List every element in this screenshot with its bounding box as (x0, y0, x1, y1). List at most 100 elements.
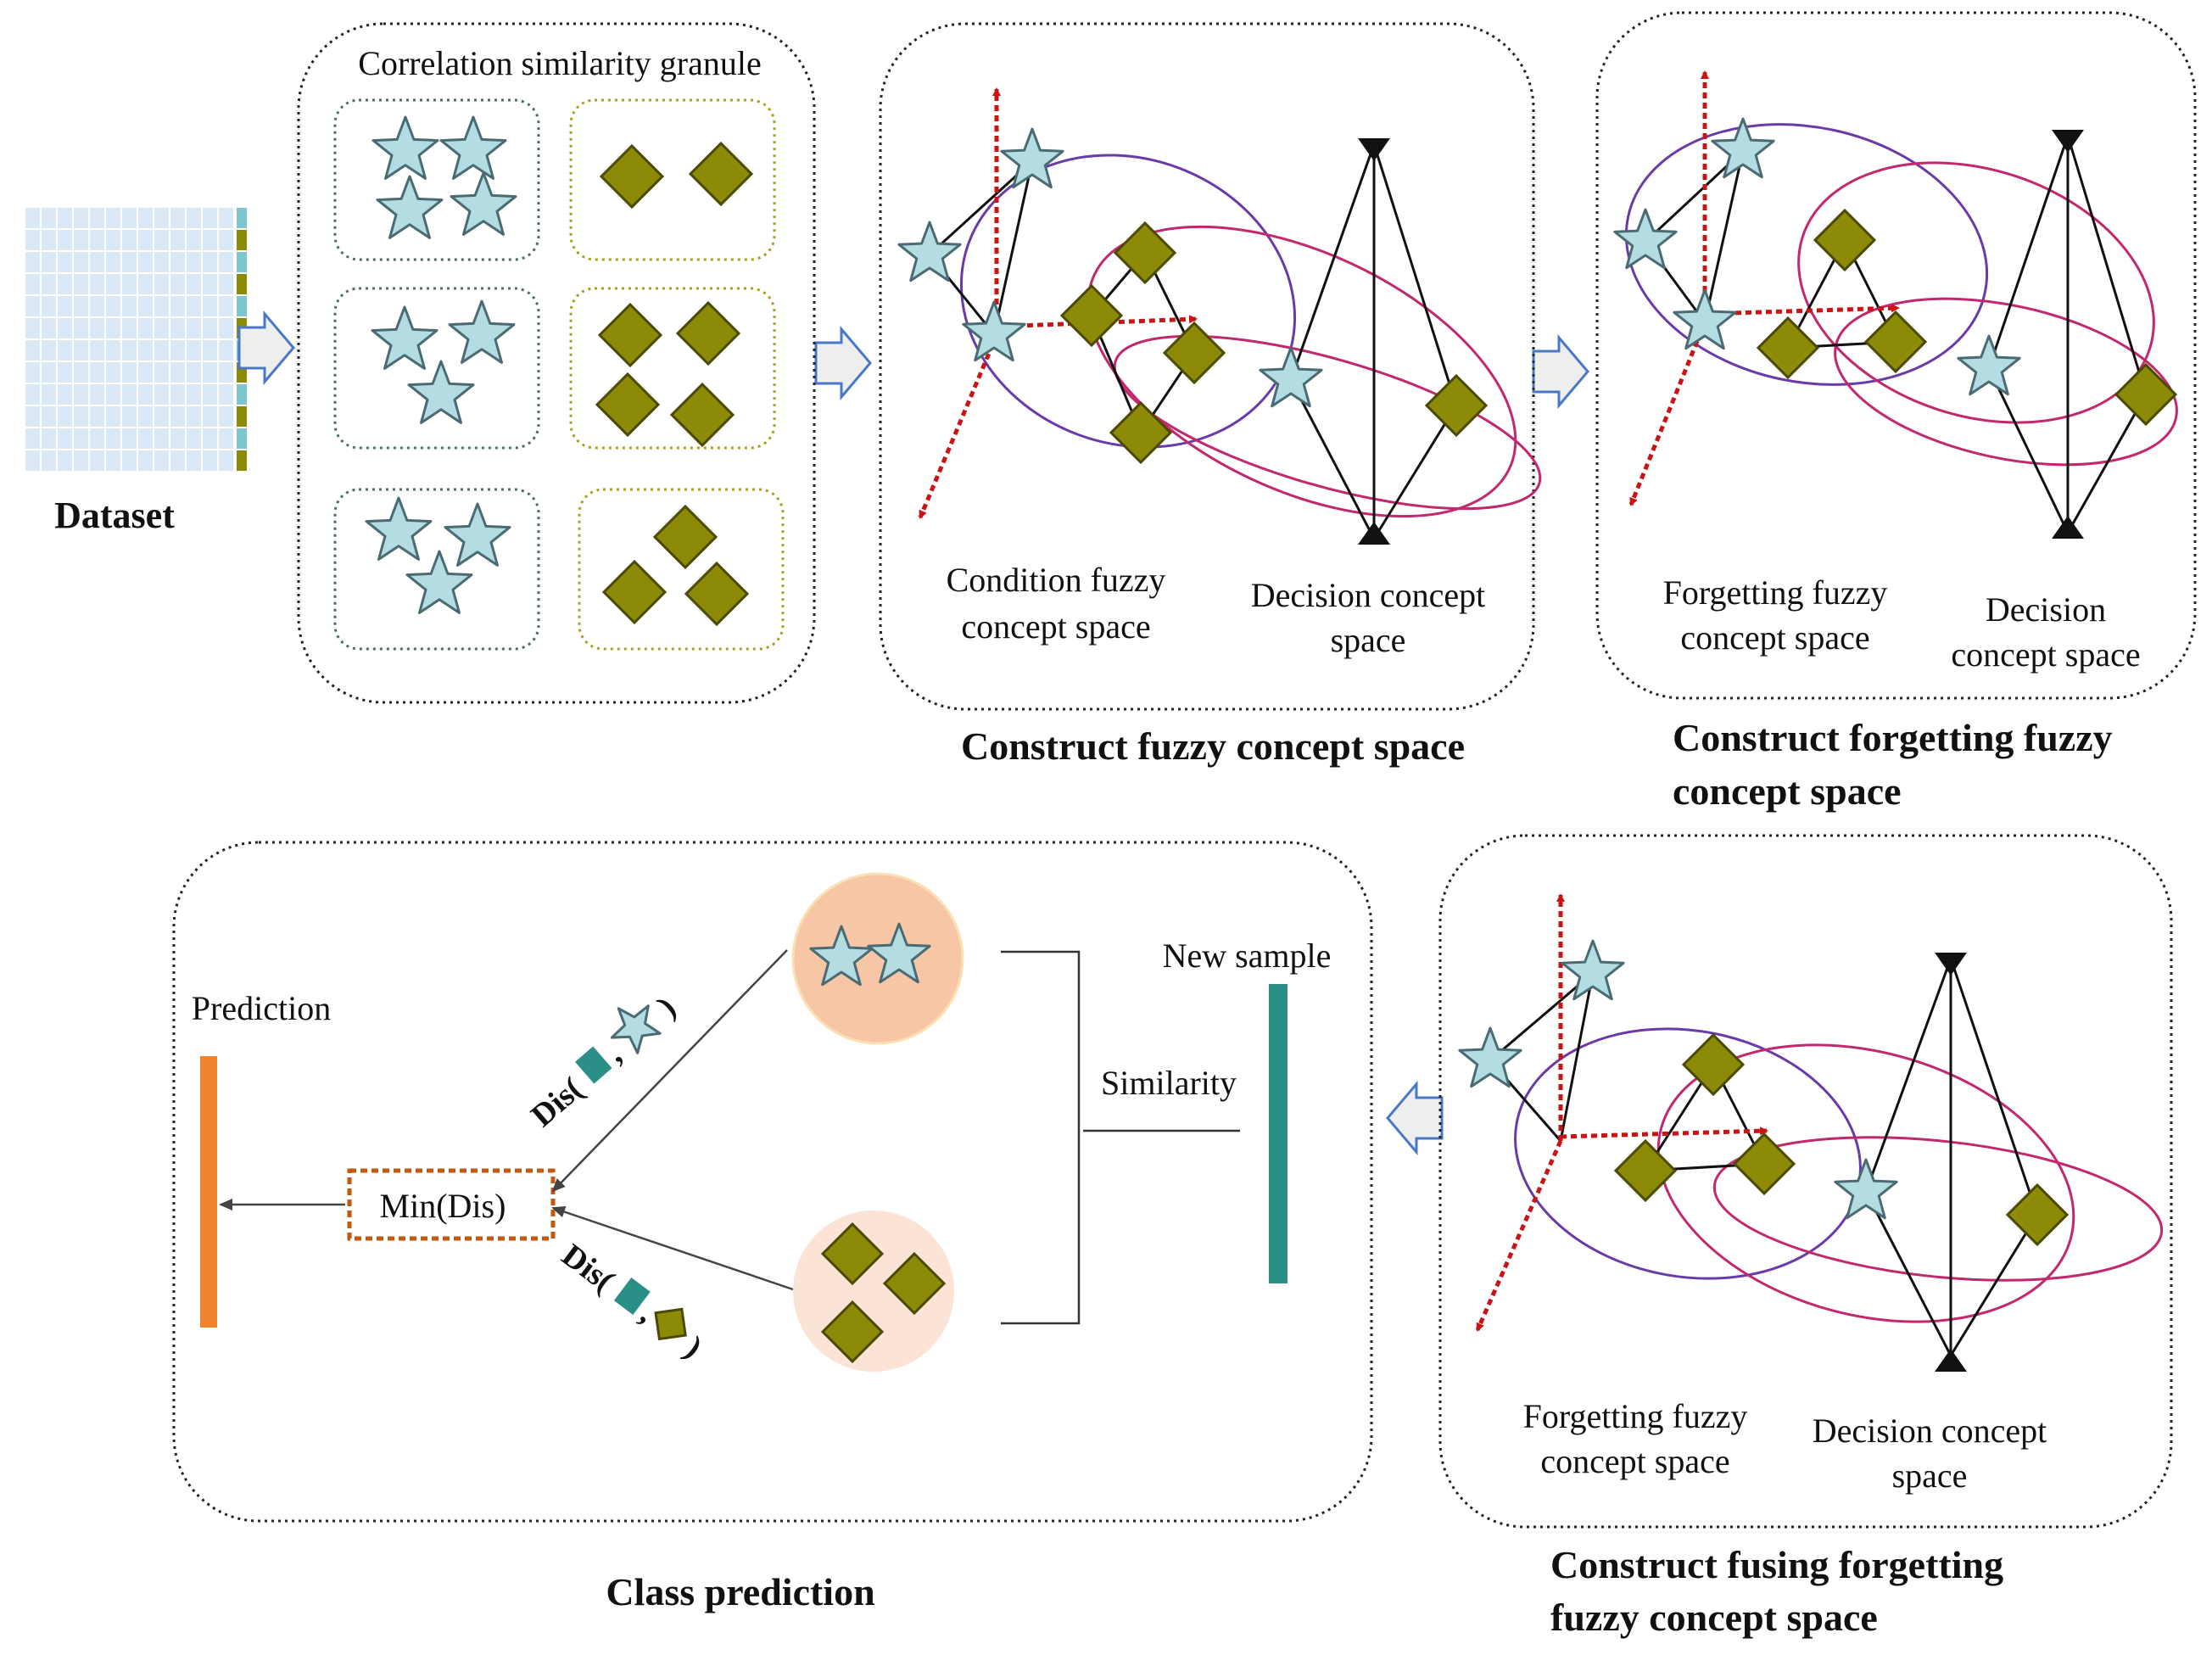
dataset-cell (154, 230, 169, 250)
dataset-cell (122, 296, 137, 316)
dataset-cell (58, 384, 72, 405)
dataset-cell (170, 384, 185, 405)
star-concept-icon (1957, 334, 2021, 396)
decision-concept-label: space (1331, 621, 1406, 659)
class-prediction-caption: Class prediction (606, 1570, 874, 1613)
diamond-concept-icon (1113, 221, 1177, 285)
dataset-cell (187, 252, 201, 272)
dataset-cell (187, 230, 201, 250)
diamond-concept-icon (2005, 1183, 2070, 1247)
dataset-label-cell (237, 208, 247, 228)
forgetting-concept-graph (1613, 70, 2178, 539)
dataset-cell (106, 296, 120, 316)
dataset-cell (74, 406, 88, 427)
dataset-cell (187, 450, 201, 471)
dataset-cell (187, 406, 201, 427)
dataset-cell (58, 252, 72, 272)
dataset-cell (154, 384, 169, 405)
dataset-cell (138, 318, 153, 338)
dataset-cell (219, 428, 233, 449)
star-concept-icon (809, 925, 874, 987)
dataset-cell (90, 208, 104, 228)
dataset-cell (219, 340, 233, 361)
dataset-cell (106, 208, 120, 228)
fusing-concept-graph (1458, 893, 2164, 1372)
star-concept-icon (1711, 117, 1775, 179)
dataset-cell (74, 208, 88, 228)
dataset-cell (42, 340, 56, 361)
dataset-cell (154, 252, 169, 272)
dataset-cell (25, 450, 40, 471)
dis-open-label: Dis( (524, 1071, 589, 1134)
star-concept-icon (439, 115, 507, 180)
close-paren-label: ) (651, 990, 683, 1024)
diamond-concept-icon (684, 561, 750, 627)
dataset-cell (203, 274, 217, 294)
dataset-cell (187, 318, 201, 338)
diamond-concept-icon (601, 559, 668, 625)
star-concept-icon (1834, 1158, 1898, 1220)
dis-open-label: Dis( (556, 1238, 622, 1300)
dataset-cell (42, 406, 56, 427)
dataset-cell (74, 296, 88, 316)
dataset-cell (106, 252, 120, 272)
dataset-cell (90, 230, 104, 250)
dataset-cell (219, 384, 233, 405)
dataset-cell (25, 230, 40, 250)
dataset-label-cell (237, 450, 247, 471)
star-concept-icon (1613, 208, 1678, 270)
similarity-bracket (1001, 950, 1081, 1325)
dataset-cell (106, 230, 120, 250)
diamond-concept-icon (688, 141, 754, 207)
dataset-cell (58, 208, 72, 228)
dataset-cell (122, 450, 137, 471)
dataset-cell (58, 274, 72, 294)
diamond-concept-icon (820, 1222, 885, 1286)
dataset-cell (106, 362, 120, 383)
dataset-cell (106, 318, 120, 338)
star-concept-icon (962, 300, 1026, 362)
star-concept-icon (371, 115, 439, 180)
diamond-concept-icon (1162, 321, 1226, 385)
decision-concept-label: Decision concept (1251, 576, 1486, 614)
dataset-label-cell (237, 252, 247, 272)
dataset-cell (74, 450, 88, 471)
dataset-cell (122, 384, 137, 405)
dataset-cell (58, 362, 72, 383)
dataset-cell (219, 296, 233, 316)
dataset-cell (74, 274, 88, 294)
star-concept-icon (1259, 346, 1323, 408)
dataset-cell (90, 384, 104, 405)
dataset-cell (138, 274, 153, 294)
dataset-cell (203, 208, 217, 228)
dataset-cell (203, 230, 217, 250)
dataset-cell (90, 450, 104, 471)
dataset-label-cell (237, 428, 247, 449)
dataset-cell (106, 428, 120, 449)
dataset-cell (203, 362, 217, 383)
forgetting-fuzzy-label: Forgetting fuzzy (1523, 1397, 1748, 1435)
dataset-cell (203, 406, 217, 427)
dataset-cell (25, 252, 40, 272)
dataset-cell (74, 318, 88, 338)
dataset-cell (154, 362, 169, 383)
dataset-cell (122, 252, 137, 272)
granule-groups (333, 98, 785, 651)
prediction-bar (200, 1056, 217, 1328)
dataset-cell (187, 340, 201, 361)
dataset-cell (154, 340, 169, 361)
decision-concept-label: Decision concept (1813, 1412, 2047, 1450)
star-granule-box (333, 98, 540, 261)
dataset-cell (90, 274, 104, 294)
dataset-cell (219, 450, 233, 471)
dataset-cell (74, 340, 88, 361)
fuzzy-space-caption: Construct fuzzy concept space (961, 724, 1465, 768)
dataset-cell (154, 296, 169, 316)
granule-panel (297, 22, 816, 704)
forgetting-fuzzy-label: concept space (1540, 1442, 1729, 1480)
dataset-cell (154, 318, 169, 338)
min-dis-label: Min(Dis) (380, 1187, 506, 1225)
dataset-cell (219, 230, 233, 250)
dataset-cell (138, 340, 153, 361)
new-sample-label: New sample (1163, 937, 1332, 975)
